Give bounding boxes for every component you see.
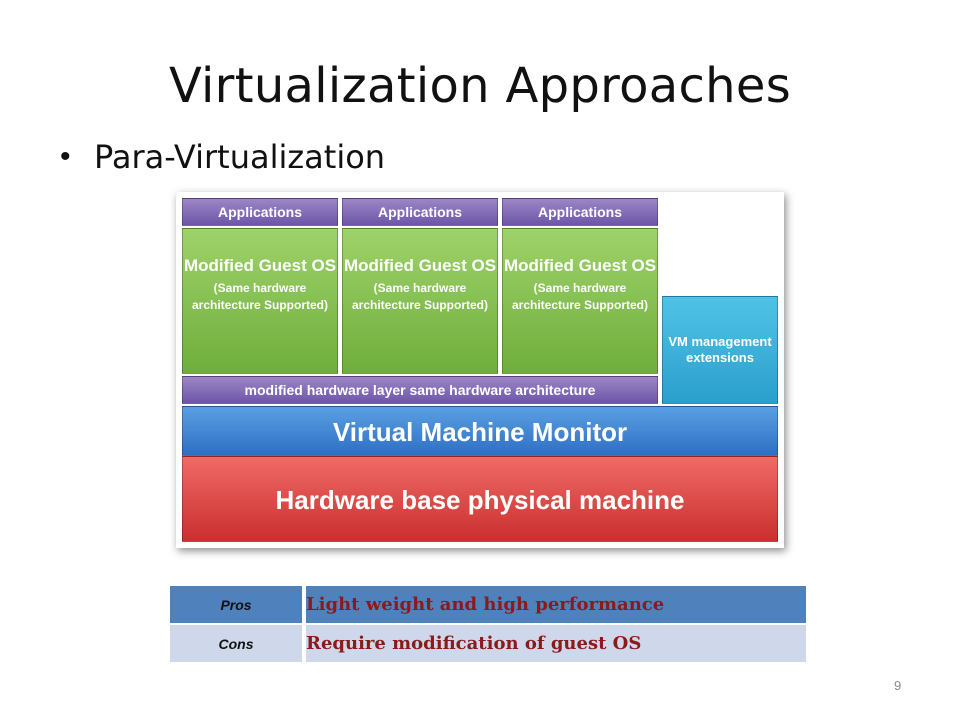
- slide-title: Virtualization Approaches: [168, 58, 792, 114]
- vm-extensions-label: VM management extensions: [668, 334, 772, 365]
- table-row: Cons Require modification of guest OS: [170, 624, 806, 664]
- hardware-base-block: Hardware base physical machine: [182, 456, 778, 542]
- row-value: Light weight and high performance: [306, 586, 806, 625]
- bullet-text: Para-Virtualization: [94, 138, 386, 176]
- guest-os-block-1: Modified Guest OS (Same hardware archite…: [182, 228, 338, 374]
- vm-management-extensions-block: VM management extensions: [662, 296, 778, 404]
- applications-block-1: Applications: [182, 198, 338, 226]
- guest-os-note: (Same hardware architecture Supported): [191, 281, 329, 312]
- bullet-item: • Para-Virtualization: [60, 138, 385, 176]
- para-virtualization-diagram: Applications Applications Applications M…: [176, 192, 784, 548]
- bullet-dot-icon: •: [60, 140, 71, 173]
- page-number: 9: [894, 678, 902, 693]
- guest-os-title: Modified Guest OS: [503, 256, 657, 275]
- guest-os-title: Modified Guest OS: [343, 256, 497, 275]
- column-divider: [302, 624, 306, 664]
- guest-os-block-2: Modified Guest OS (Same hardware archite…: [342, 228, 498, 374]
- applications-block-3: Applications: [502, 198, 658, 226]
- row-label: Pros: [170, 586, 302, 625]
- virtual-machine-monitor-block: Virtual Machine Monitor: [182, 406, 778, 456]
- guest-os-block-3: Modified Guest OS (Same hardware archite…: [502, 228, 658, 374]
- modified-hardware-layer: modified hardware layer same hardware ar…: [182, 376, 658, 404]
- table-row: Pros Light weight and high performance: [170, 586, 806, 625]
- applications-block-2: Applications: [342, 198, 498, 226]
- guest-os-note: (Same hardware architecture Supported): [351, 281, 489, 312]
- guest-os-title: Modified Guest OS: [183, 256, 337, 275]
- pros-cons-table: Pros Light weight and high performance C…: [170, 586, 806, 664]
- column-divider: [302, 586, 306, 625]
- row-label: Cons: [170, 624, 302, 664]
- row-value: Require modification of guest OS: [306, 624, 806, 664]
- guest-os-note: (Same hardware architecture Supported): [511, 281, 649, 312]
